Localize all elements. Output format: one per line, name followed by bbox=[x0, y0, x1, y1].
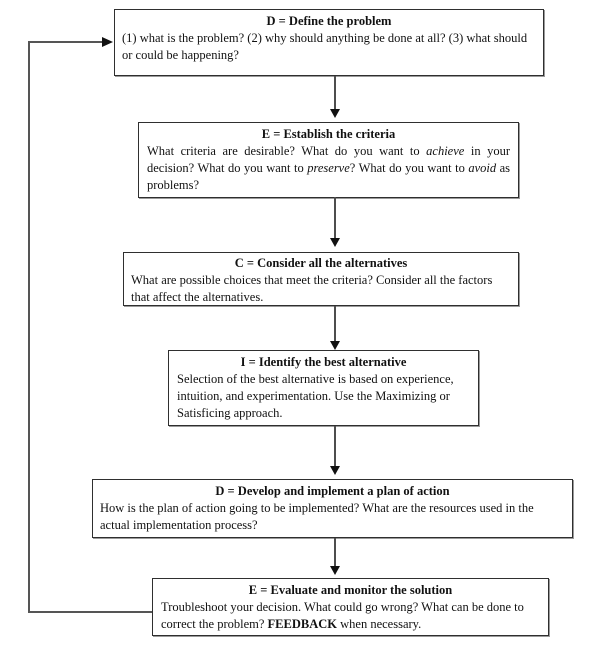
establish-body: What criteria are desirable? What do you… bbox=[147, 144, 511, 192]
feedback-arrowhead-right-icon bbox=[102, 37, 113, 47]
arrowhead-down-icon bbox=[330, 566, 340, 575]
feedback-line-left bbox=[28, 41, 30, 613]
evaluate-body: Troubleshoot your decision. What could g… bbox=[161, 600, 524, 631]
flow-box-develop: D = Develop and implement a plan of acti… bbox=[92, 479, 573, 538]
develop-body: How is the plan of action going to be im… bbox=[100, 501, 534, 532]
identify-body: Selection of the best alternative is bas… bbox=[177, 372, 454, 420]
arrowhead-down-icon bbox=[330, 466, 340, 475]
feedback-line-bottom bbox=[28, 611, 152, 613]
arrowhead-down-icon bbox=[330, 341, 340, 350]
consider-title: C = Consider all the alternatives bbox=[234, 256, 408, 270]
evaluate-title: E = Evaluate and monitor the solution bbox=[248, 583, 453, 597]
define-body: (1) what is the problem? (2) why should … bbox=[122, 31, 528, 62]
establish-title: E = Establish the criteria bbox=[261, 127, 396, 141]
arrowhead-down-icon bbox=[330, 109, 340, 118]
flow-box-consider: C = Consider all the alternatives What a… bbox=[123, 252, 519, 306]
flow-box-define: D = Define the problem (1) what is the p… bbox=[114, 9, 544, 76]
consider-body: What are possible choices that meet the … bbox=[131, 273, 493, 304]
flow-box-establish: E = Establish the criteria What criteria… bbox=[138, 122, 519, 198]
arrow-identify-develop-line bbox=[334, 426, 336, 467]
flow-box-evaluate: E = Evaluate and monitor the solution Tr… bbox=[152, 578, 549, 636]
arrow-establish-consider-line bbox=[334, 197, 336, 239]
arrow-develop-evaluate-line bbox=[334, 538, 336, 567]
flow-box-identify: I = Identify the best alternative Select… bbox=[168, 350, 479, 426]
arrow-define-establish-line bbox=[334, 76, 336, 110]
develop-title: D = Develop and implement a plan of acti… bbox=[215, 484, 450, 498]
feedback-line-top bbox=[28, 41, 104, 43]
arrow-consider-identify-line bbox=[334, 306, 336, 342]
identify-title: I = Identify the best alternative bbox=[240, 355, 407, 369]
arrowhead-down-icon bbox=[330, 238, 340, 247]
define-title: D = Define the problem bbox=[266, 14, 392, 28]
